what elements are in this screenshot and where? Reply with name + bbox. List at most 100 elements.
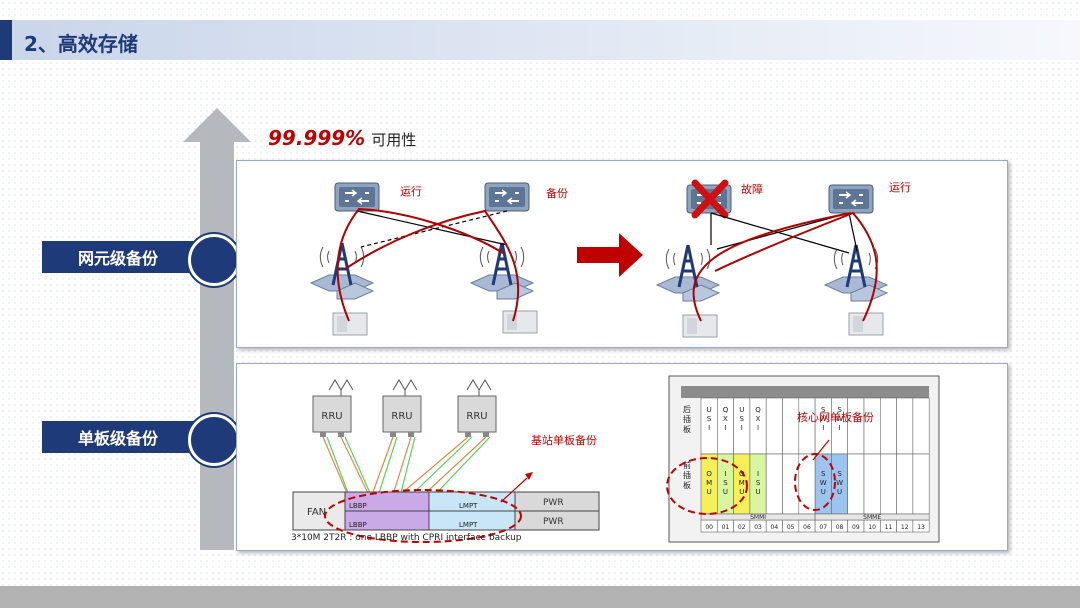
level-label-board: 单板级备份 <box>42 421 194 453</box>
core-rear-slot-label: X <box>723 415 728 423</box>
core-front-slot <box>765 453 783 515</box>
core-row-label: 板 <box>683 480 691 490</box>
lbbp-label: LBBP <box>349 521 367 529</box>
core-rear-slot-label: U <box>707 406 712 414</box>
base-station-note: 基站单板备份 <box>531 433 597 447</box>
core-front-slot <box>879 453 897 515</box>
bottom-bar <box>0 586 1080 608</box>
core-front-slot-label: W <box>836 479 843 487</box>
core-switch-icon <box>828 184 874 214</box>
core-front-slot-label: U <box>707 488 712 496</box>
lbbp-label: LBBP <box>349 502 367 510</box>
base-station-tower-icon <box>309 241 375 301</box>
core-slot-number: 13 <box>917 524 925 531</box>
highlight-ellipse <box>324 489 522 543</box>
board-backup-diagram: RRU RRU RRU FAN LBBP LBBP LM <box>291 375 940 543</box>
core-rear-slot-label: Q <box>755 406 761 414</box>
core-rear-slot <box>798 397 816 455</box>
rru-label: RRU <box>391 411 412 422</box>
bbu-fan-label: FAN <box>307 507 326 518</box>
core-rear-slot-label: W <box>836 415 843 423</box>
core-rear-slot-label: Q <box>723 406 729 414</box>
core-group-bar <box>814 513 930 521</box>
up-arrow-head <box>183 108 251 142</box>
rru-unit: RRU <box>457 379 497 437</box>
availability-heading: 99.999%可用性 <box>268 126 416 150</box>
core-rear-slot <box>896 397 914 455</box>
switch-status-running: 运行 <box>400 185 422 198</box>
enodeb-cabinet-icon <box>332 312 368 336</box>
pwr-label: PWR <box>543 498 564 508</box>
transition-arrow-icon <box>577 233 643 277</box>
highlight-ellipse <box>794 453 836 511</box>
core-front-slot-label: W <box>820 479 827 487</box>
base-station-tower-icon <box>823 243 889 303</box>
core-row-label: 插 <box>683 470 691 480</box>
core-rear-slot-label: S <box>821 406 826 414</box>
core-front-slot-label: I <box>724 470 726 478</box>
core-slot-number: 07 <box>819 524 827 531</box>
core-rear-slot-label: I <box>741 424 743 432</box>
core-front-slot-label: U <box>837 488 842 496</box>
up-arrow-shaft <box>200 140 234 550</box>
core-rear-slot <box>765 397 783 455</box>
core-slot-number: 05 <box>787 524 795 531</box>
highlight-ellipse <box>666 457 748 515</box>
core-rear-slot <box>912 397 930 455</box>
core-rear-slot-label: S <box>740 415 745 423</box>
core-group-label: SMMI <box>750 514 766 521</box>
core-row-label: 后 <box>683 404 691 414</box>
core-rear-slot-label: I <box>839 424 841 432</box>
rru-label: RRU <box>321 411 342 422</box>
core-rear-slot-label: I <box>822 424 824 432</box>
core-front-slot-label: S <box>756 479 761 487</box>
base-station-tower-icon <box>655 243 721 303</box>
pwr-label: PWR <box>543 517 564 527</box>
level-marker-network <box>188 234 240 286</box>
core-rear-slot-label: I <box>757 424 759 432</box>
core-front-slot-label: M <box>706 479 712 487</box>
switch-status-fault: 故障 <box>741 182 763 196</box>
core-group-label: SMME <box>863 514 881 521</box>
core-slot-number: 12 <box>901 524 909 531</box>
core-rear-slot <box>847 397 865 455</box>
core-row-label: 前 <box>683 460 691 470</box>
core-front-slot-label: S <box>723 479 728 487</box>
core-slot-number: 08 <box>836 524 844 531</box>
core-front-slot <box>798 453 816 515</box>
core-slot-number: 06 <box>803 524 811 531</box>
switch-status-running: 运行 <box>889 181 911 194</box>
core-front-slot-label: U <box>739 488 744 496</box>
board-backup-panel: RRU RRU RRU FAN LBBP LBBP LM <box>236 363 1008 551</box>
level-label-network: 网元级备份 <box>42 241 194 273</box>
rru-label: RRU <box>466 411 487 422</box>
core-front-slot <box>782 453 800 515</box>
core-rear-slot <box>863 397 881 455</box>
core-front-slot-label: S <box>837 470 842 478</box>
core-slot-number: 11 <box>885 524 893 531</box>
core-front-slot <box>912 453 930 515</box>
config-caption: 3*10M 2T2R : one LBBP with CPRI interfac… <box>291 533 522 543</box>
availability-value: 99.999% <box>268 126 366 150</box>
core-row-label: 插 <box>683 414 691 424</box>
core-front-slot-label: S <box>821 470 826 478</box>
core-rear-slot <box>782 397 800 455</box>
core-network-note: 核心网单板备份 <box>797 410 874 424</box>
switch-status-backup: 备份 <box>546 186 568 200</box>
core-front-slot-label: I <box>757 470 759 478</box>
core-rear-slot-label: I <box>708 424 710 432</box>
rru-unit: RRU <box>382 379 422 437</box>
core-switch-icon <box>484 182 530 212</box>
core-rear-slot-label: U <box>739 406 744 414</box>
core-front-slot-label: U <box>821 488 826 496</box>
core-slot-number: 10 <box>868 524 876 531</box>
core-rear-slot-label: S <box>837 406 842 414</box>
core-slot-number: 09 <box>852 524 860 531</box>
core-front-slot-label: M <box>739 479 745 487</box>
core-rear-slot-label: S <box>707 415 712 423</box>
lmpt-label: LMPT <box>459 502 478 510</box>
core-row-label: 板 <box>683 424 691 434</box>
core-slot-number: 02 <box>738 524 746 531</box>
core-slot-number: 00 <box>705 524 713 531</box>
core-front-slot-label: O <box>706 470 712 478</box>
